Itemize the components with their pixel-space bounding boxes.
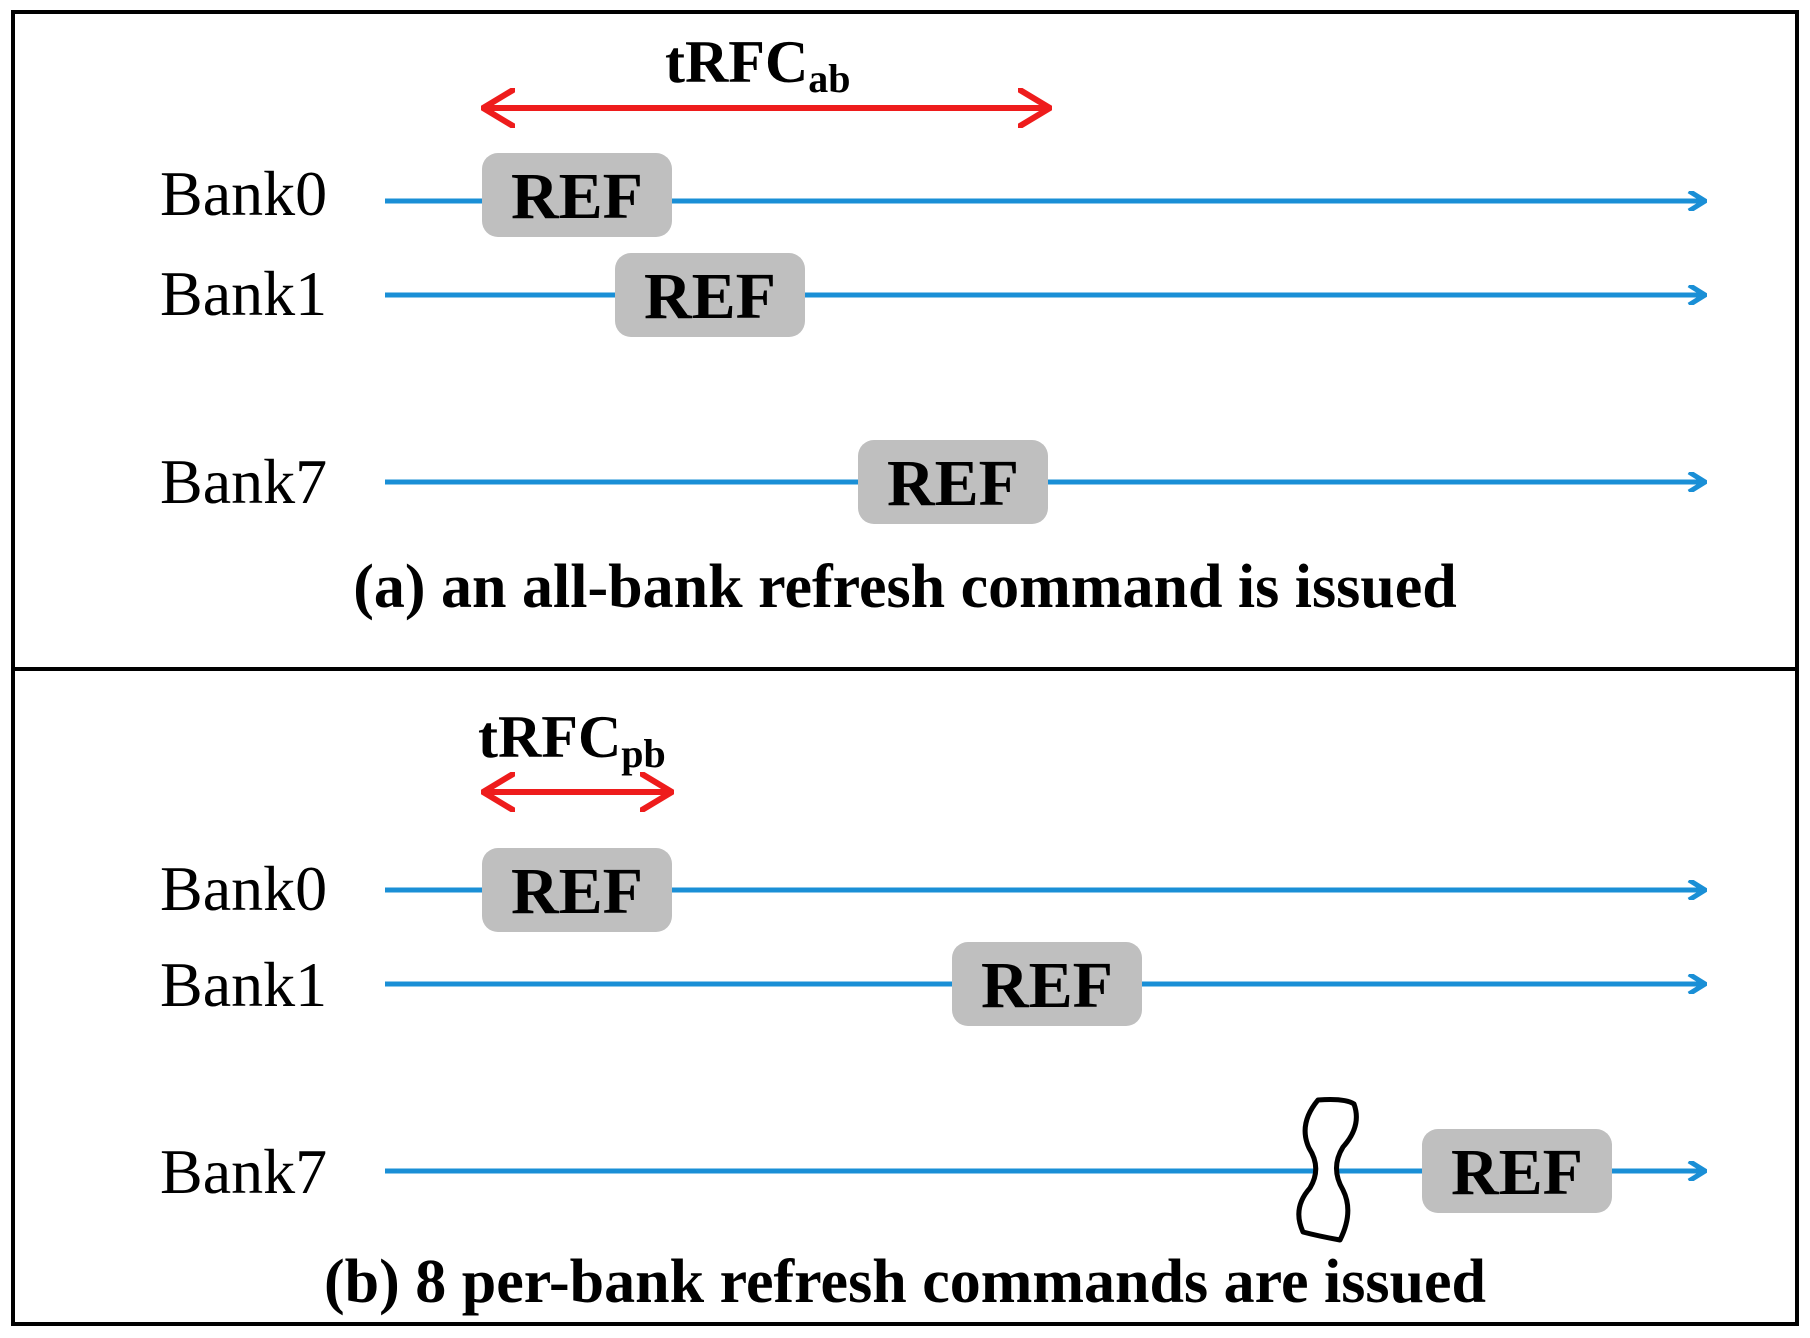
panel-a-bank0-ref-text: REF: [511, 160, 643, 233]
panel-a-bank0-label: Bank0: [160, 158, 327, 229]
panel-b-bank0-ref-text: REF: [511, 855, 643, 928]
panel-a-bank0-ref-box: [482, 153, 672, 237]
panel-a-bank1-ref-text: REF: [644, 260, 776, 333]
panel-a: tRFCab Bank0 REF Bank1 REF Bank7 REF (a)…: [160, 29, 1705, 621]
panel-a-bank7-ref-box: [858, 440, 1048, 524]
panel-a-bank1-ref-box: [615, 253, 805, 337]
panel-b-frame: [11, 667, 1799, 1326]
panel-b: tRFCpb Bank0 REF Bank1 REF Bank7 REF (b)…: [160, 704, 1705, 1316]
panel-b-caption: (b) 8 per-bank refresh commands are issu…: [324, 1248, 1486, 1316]
panel-b-bank1-ref-text: REF: [981, 949, 1113, 1022]
panel-a-bank1-label: Bank1: [160, 258, 327, 329]
panel-b-bank7-ref-text: REF: [1451, 1136, 1583, 1209]
panel-a-caption: (a) an all-bank refresh command is issue…: [353, 553, 1457, 621]
panel-b-bank0-ref-box: [482, 848, 672, 932]
panel-a-bank7-ref-text: REF: [887, 447, 1019, 520]
panel-b-bank7-label: Bank7: [160, 1136, 327, 1207]
panel-b-bank1-label: Bank1: [160, 949, 327, 1020]
panel-b-trfc-label: tRFCpb: [478, 704, 666, 776]
panel-a-trfc-label: tRFCab: [665, 29, 851, 101]
panel-b-bank7-ref-box: [1422, 1129, 1612, 1213]
panel-b-bank1-ref-box: [952, 942, 1142, 1026]
panel-b-bank0-label: Bank0: [160, 853, 327, 924]
time-break-icon: [1296, 1097, 1359, 1243]
panel-a-bank7-label: Bank7: [160, 446, 327, 517]
